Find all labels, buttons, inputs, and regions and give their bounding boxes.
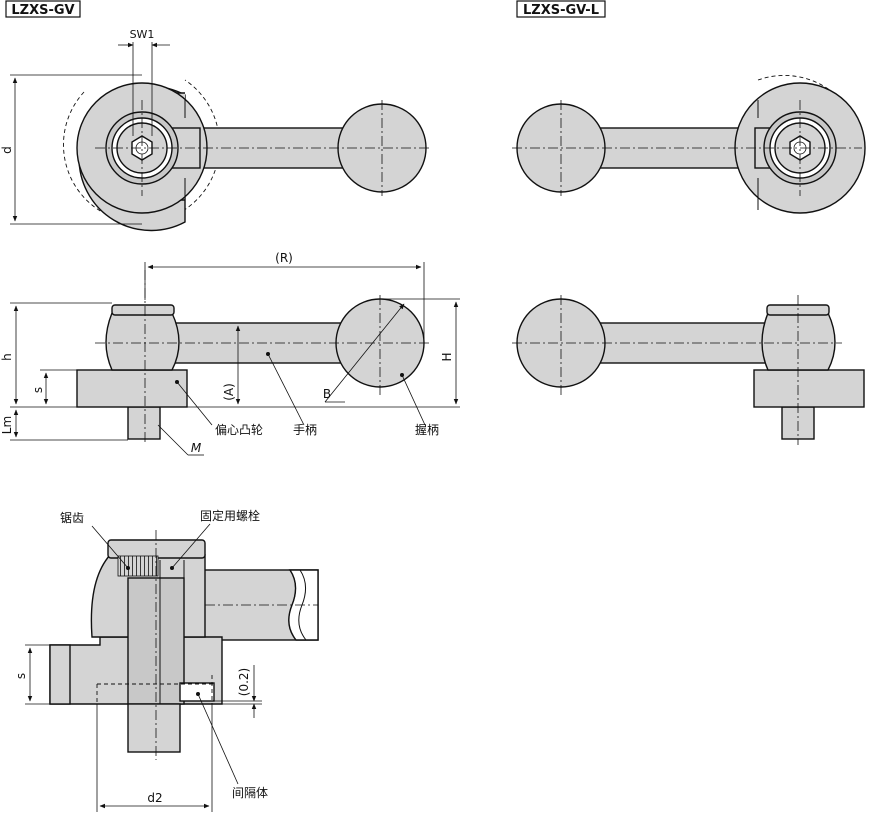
label-M: M	[157, 424, 204, 456]
svg-text:间隔体: 间隔体	[232, 786, 268, 800]
svg-text:LZXS-GV-L: LZXS-GV-L	[523, 3, 599, 18]
dim-R: (R)	[144, 251, 425, 343]
callout-cam: 偏心凸轮	[175, 380, 263, 437]
callout-spacer: 间隔体	[196, 692, 268, 800]
callout-grip: 握柄	[400, 373, 439, 437]
svg-text:握柄: 握柄	[415, 422, 439, 437]
callout-bolt: 固定用螺栓	[170, 508, 260, 570]
svg-text:(A): (A)	[222, 383, 236, 401]
svg-text:h: h	[0, 353, 14, 361]
svg-text:B: B	[323, 387, 331, 401]
svg-text:s: s	[31, 387, 45, 393]
svg-text:d2: d2	[147, 791, 162, 805]
dim-B: B	[323, 303, 405, 403]
svg-text:锯齿: 锯齿	[60, 510, 84, 525]
dim-gap: (0.2)	[214, 665, 262, 718]
top-view-left	[63, 79, 432, 232]
svg-text:固定用螺栓: 固定用螺栓	[200, 508, 260, 523]
svg-text:偏心凸轮: 偏心凸轮	[215, 422, 263, 437]
svg-text:手柄: 手柄	[293, 423, 317, 437]
svg-text:LZXS-GV: LZXS-GV	[11, 3, 74, 18]
svg-text:d: d	[0, 146, 14, 154]
svg-text:H: H	[440, 352, 454, 361]
section-view	[49, 530, 319, 760]
callout-handle: 手柄	[266, 352, 317, 437]
svg-text:(0.2): (0.2)	[237, 668, 251, 696]
dim-A: (A)	[222, 325, 241, 405]
svg-text:SW1: SW1	[130, 28, 155, 41]
svg-text:M: M	[191, 441, 202, 455]
top-view-right	[512, 75, 866, 214]
dim-H: H	[187, 298, 460, 408]
side-view-left	[76, 270, 432, 445]
svg-text:(R): (R)	[275, 251, 293, 265]
dim-d: d	[0, 74, 142, 225]
svg-text:Lm: Lm	[0, 416, 14, 434]
side-view-right	[512, 295, 865, 445]
dim-sw1: SW1	[118, 28, 170, 136]
title-left: LZXS-GV	[5, 0, 81, 18]
dim-d2: d2	[96, 704, 213, 812]
svg-text:s: s	[14, 673, 28, 679]
title-right: LZXS-GV-L	[516, 0, 606, 18]
dim-s-section: s	[14, 644, 50, 705]
callout-serration: 锯齿	[60, 510, 130, 570]
dim-h-s-Lm: h s Lm	[0, 302, 128, 441]
